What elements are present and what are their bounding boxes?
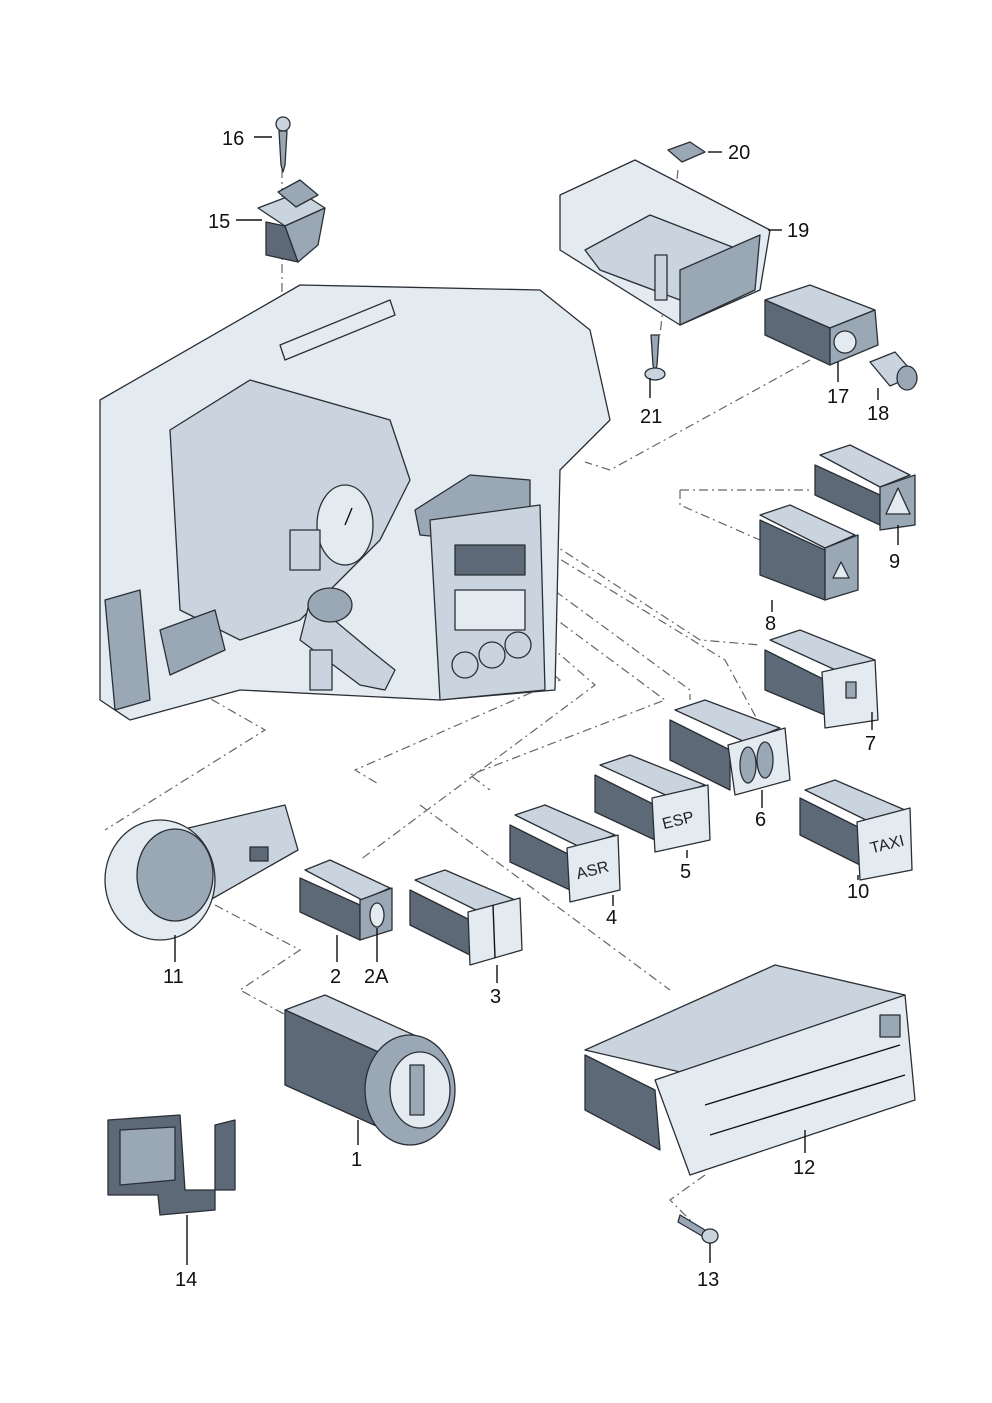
dashboard-assembly — [99, 284, 611, 721]
callout-13: 13 — [697, 1269, 719, 1291]
part-11-ring-bracket — [104, 804, 299, 941]
callout-12: 12 — [793, 1157, 815, 1179]
leader-lines — [174, 136, 899, 1265]
callout-3: 3 — [490, 986, 501, 1008]
callout-14: 14 — [175, 1269, 197, 1291]
callout-5: 5 — [680, 861, 691, 883]
callout-19: 19 — [787, 220, 809, 242]
callout-1: 1 — [351, 1149, 362, 1171]
callout-18: 18 — [867, 403, 889, 425]
part-4-asr-switch: ASR — [509, 804, 621, 903]
callout-20: 20 — [728, 142, 750, 164]
part-18-cap — [869, 351, 918, 391]
part-3-double-switch — [409, 869, 523, 966]
part-14-bracket — [107, 1114, 236, 1216]
callout-4: 4 — [606, 907, 617, 929]
part-2-switch — [299, 859, 393, 941]
part-7-switch — [764, 629, 879, 729]
callout-16: 16 — [222, 128, 244, 150]
part-1-light-switch — [284, 994, 456, 1146]
callout-labels: 16 15 20 19 21 17 18 9 8 7 6 10 5 4 3 11… — [163, 128, 900, 1291]
part-17-socket — [764, 284, 879, 366]
callout-8: 8 — [765, 613, 776, 635]
part-5-esp-switch: ESP — [594, 754, 711, 853]
part-13-screw — [677, 1214, 719, 1244]
part-16-screw — [275, 116, 291, 173]
part-12-climate-control — [584, 964, 916, 1176]
callout-10: 10 — [847, 881, 869, 903]
part-9-hazard-switch — [814, 444, 916, 531]
callout-7: 7 — [865, 733, 876, 755]
part-8-hazard-switch — [759, 504, 859, 601]
part-6-dial-switch — [669, 699, 791, 796]
callout-2a: 2A — [364, 966, 389, 988]
part-21-screw — [644, 334, 666, 381]
part-15-switch — [257, 179, 326, 263]
callout-9: 9 — [889, 551, 900, 573]
callout-17: 17 — [827, 386, 849, 408]
callout-21: 21 — [640, 406, 662, 428]
part-20-clip — [667, 141, 706, 163]
callout-11: 11 — [163, 966, 184, 988]
part-19-storage-tray — [559, 159, 771, 326]
callout-2: 2 — [330, 966, 341, 988]
callout-6: 6 — [755, 809, 766, 831]
callout-15: 15 — [208, 211, 230, 233]
part-10-taxi-switch: TAXI — [799, 779, 913, 881]
